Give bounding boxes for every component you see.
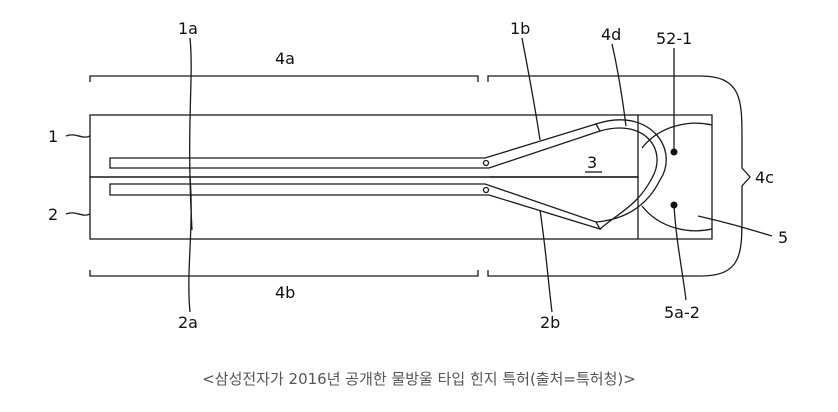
leader-2 xyxy=(65,212,91,216)
upper-strip-joint xyxy=(482,159,490,167)
label-5a-2: 5a-2 xyxy=(664,303,700,322)
leader-5a-2 xyxy=(673,204,687,301)
label-4a: 4a xyxy=(275,49,295,68)
pivot-dot-lower xyxy=(670,201,678,209)
label-2a: 2a xyxy=(178,313,198,332)
hinge-block xyxy=(638,114,713,240)
brace-4a xyxy=(89,75,479,82)
label-2b: 2b xyxy=(540,313,560,332)
upper-strip xyxy=(109,123,601,169)
leader-1 xyxy=(65,134,91,138)
waterdrop-loop-inner xyxy=(599,127,658,230)
label-5: 5 xyxy=(778,228,788,247)
brace-4c xyxy=(487,75,751,277)
pivot-dot-upper xyxy=(670,148,678,156)
label-2: 2 xyxy=(48,205,58,224)
figure-caption: <삼성전자가 2016년 공개한 물방울 타입 힌지 특허(출처=특허청)> xyxy=(202,370,636,388)
waterdrop-loop-outer xyxy=(595,119,667,223)
label-1b: 1b xyxy=(510,19,530,38)
label-52-1: 52-1 xyxy=(656,29,692,48)
label-4b: 4b xyxy=(275,283,295,302)
lower-strip-joint xyxy=(482,186,490,194)
hinge-arc-upper xyxy=(641,122,713,149)
label-1: 1 xyxy=(48,127,58,146)
leader-1b xyxy=(521,37,541,141)
hinge-arc-lower xyxy=(641,205,713,232)
leader-2b xyxy=(539,209,553,313)
label-1a: 1a xyxy=(178,19,198,38)
lower-body xyxy=(89,176,639,240)
lower-strip xyxy=(109,183,602,231)
label-3: 3 xyxy=(587,153,597,172)
hinge-patent-diagram: 1a 4a 1b 4d 52-1 1 3 4c 2 5 4b 2a 2b 5a-… xyxy=(48,19,788,332)
leader-5 xyxy=(697,215,773,237)
leader-2a xyxy=(188,175,192,313)
leader-4d xyxy=(611,43,627,127)
label-4d: 4d xyxy=(601,25,621,44)
brace-4b xyxy=(89,270,479,277)
label-4c: 4c xyxy=(755,168,774,187)
